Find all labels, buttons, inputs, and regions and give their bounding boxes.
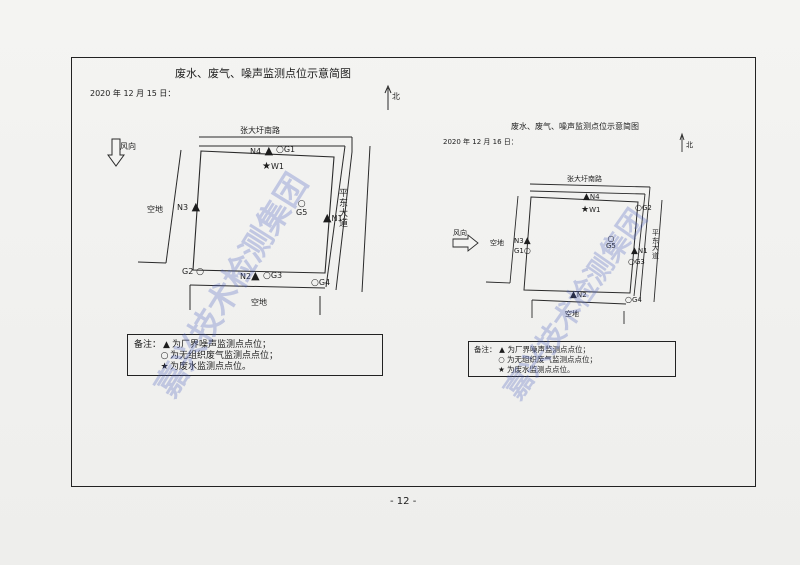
star-icon: ★ bbox=[498, 365, 505, 374]
right-title: 废水、废气、噪声监测点位示意简图 bbox=[511, 122, 639, 131]
left-open-land-bottom: 空地 bbox=[251, 298, 267, 307]
left-road-right-text: 平东大道 bbox=[339, 189, 349, 229]
triangle-icon: ▲ bbox=[631, 246, 638, 256]
triangle-icon: ▲ bbox=[251, 269, 260, 282]
right-road-top-label: 张大圩南路 bbox=[567, 175, 602, 183]
left-legend-noise: 备注：▲为厂界噪声监测点点位； bbox=[134, 340, 272, 350]
page-number: - 12 - bbox=[390, 496, 417, 507]
left-north-label: 北 bbox=[392, 92, 400, 101]
right-wind-label: 风向 bbox=[453, 229, 467, 237]
right-point-g2: ○G2 bbox=[635, 203, 652, 212]
left-legend bbox=[127, 334, 383, 376]
left-legend-water: ★为废水监测点点位。 bbox=[160, 362, 252, 372]
right-legend bbox=[468, 341, 676, 377]
left-point-w1: ★W1 bbox=[262, 161, 284, 172]
left-point-n4: N4 ▲ bbox=[250, 144, 274, 157]
triangle-icon: ▲ bbox=[188, 200, 201, 213]
circle-icon: ○ bbox=[193, 267, 205, 277]
left-point-g1: ○G1 bbox=[276, 145, 296, 155]
circle-icon: ○ bbox=[311, 278, 319, 288]
left-road-top-label: 张大圩南路 bbox=[240, 126, 280, 135]
diagram-frame bbox=[71, 57, 756, 487]
right-road-right-label: 平东大道 bbox=[652, 229, 660, 261]
right-open-land-left: 空地 bbox=[490, 239, 504, 247]
triangle-icon: ▲ bbox=[499, 345, 505, 354]
right-point-n1: ▲N1 bbox=[631, 246, 648, 256]
right-point-g1: G1○ bbox=[514, 246, 531, 255]
circle-icon: ○ bbox=[635, 203, 642, 212]
star-icon: ★ bbox=[160, 362, 169, 372]
triangle-icon: ▲ bbox=[163, 340, 170, 350]
right-legend-gas: ○为无组织废气监测点点位； bbox=[496, 356, 597, 364]
star-icon: ★ bbox=[581, 205, 590, 215]
left-wind-label: 风向 bbox=[120, 142, 136, 151]
circle-icon: ○ bbox=[625, 295, 632, 304]
right-legend-water: ★为废水监测点点位。 bbox=[496, 365, 574, 374]
right-point-g3: ○G3 bbox=[628, 257, 645, 266]
triangle-icon: ▲ bbox=[523, 236, 531, 246]
triangle-icon: ▲ bbox=[583, 192, 590, 202]
left-point-n3: N3 ▲ bbox=[177, 200, 201, 213]
left-point-g4: ○G4 bbox=[311, 278, 331, 288]
circle-icon: ○ bbox=[263, 271, 271, 281]
right-point-n2: ▲N2 bbox=[570, 290, 587, 300]
right-north-label: 北 bbox=[686, 141, 693, 149]
right-point-n4: ▲N4 bbox=[583, 192, 600, 202]
triangle-icon: ▲ bbox=[570, 290, 577, 300]
triangle-icon: ▲ bbox=[261, 144, 274, 157]
right-open-land-bottom: 空地 bbox=[565, 310, 579, 318]
left-point-g2: G2 ○ bbox=[182, 267, 205, 277]
circle-icon: ○ bbox=[276, 145, 284, 155]
circle-icon: ○ bbox=[498, 355, 505, 364]
right-point-g5: ○G5 bbox=[606, 234, 616, 250]
circle-icon: ○ bbox=[607, 234, 615, 243]
right-point-n3: N3▲ bbox=[514, 236, 531, 246]
left-date: 2020 年 12 月 15 日： bbox=[90, 89, 176, 98]
left-point-n1: ▲N1 bbox=[323, 211, 343, 224]
left-title: 废水、废气、噪声监测点位示意简图 bbox=[175, 67, 351, 80]
left-point-g3: ○G3 bbox=[263, 271, 283, 281]
circle-icon: ○ bbox=[628, 257, 635, 266]
right-date: 2020 年 12 月 16 日： bbox=[443, 138, 518, 146]
circle-icon: ○ bbox=[160, 351, 169, 361]
left-road-right-label: 平东大道 bbox=[339, 189, 349, 230]
triangle-icon: ▲ bbox=[323, 211, 332, 224]
right-legend-noise: 备注：▲为厂界噪声监测点点位； bbox=[474, 345, 590, 354]
left-legend-gas: ○为无组织废气监测点点位； bbox=[160, 351, 279, 361]
left-point-g5: ○G5 bbox=[296, 199, 308, 217]
right-point-g4: ○G4 bbox=[625, 295, 642, 304]
circle-icon: ○ bbox=[297, 199, 306, 209]
left-point-n2: N2▲ bbox=[240, 269, 260, 282]
left-open-land-left: 空地 bbox=[147, 205, 163, 214]
right-road-right-text: 平东大道 bbox=[652, 229, 659, 261]
circle-icon: ○ bbox=[523, 246, 531, 255]
star-icon: ★ bbox=[262, 161, 271, 172]
right-point-w1: ★W1 bbox=[581, 205, 601, 215]
